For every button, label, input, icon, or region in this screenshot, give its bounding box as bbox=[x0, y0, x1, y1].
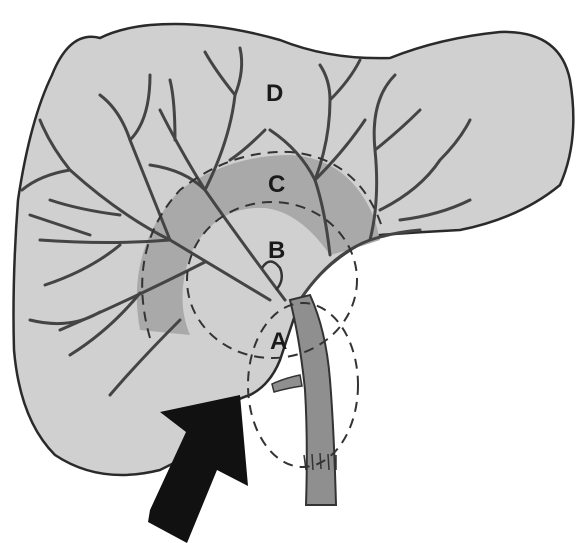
zone-label-b: B bbox=[268, 237, 285, 264]
liver-outline bbox=[14, 24, 574, 475]
zone-label-d: D bbox=[266, 80, 283, 107]
cystic-duct bbox=[272, 375, 302, 392]
zone-label-c: C bbox=[268, 171, 285, 198]
common-bile-duct bbox=[290, 295, 336, 505]
zone-label-a: A bbox=[270, 328, 287, 355]
